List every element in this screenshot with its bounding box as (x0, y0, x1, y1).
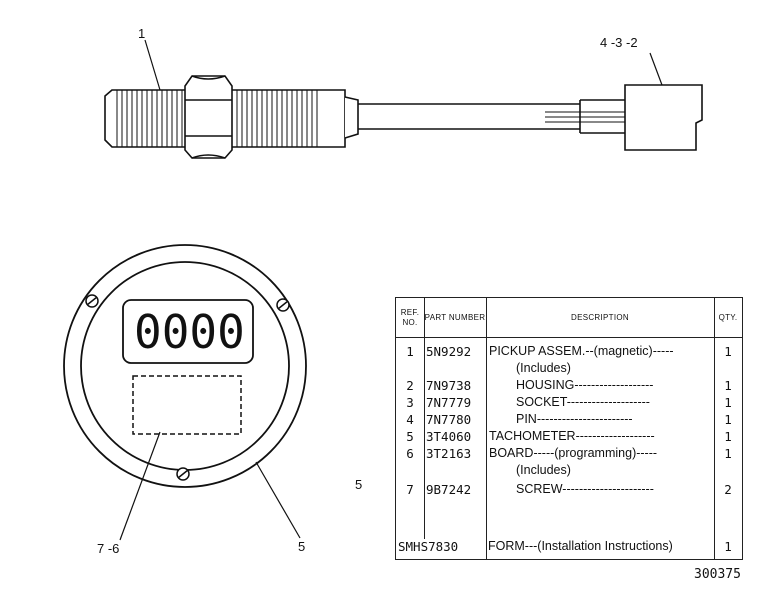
tachometer-outer-bezel (63, 244, 307, 488)
callout-connector: 4 -3 -2 (600, 35, 638, 50)
tachometer-inner-face (80, 261, 290, 471)
header-ref-no: REF. NO. (396, 298, 424, 338)
tachometer (63, 244, 307, 541)
header-part-number: PART NUMBER (424, 298, 486, 338)
drawing-number: 300375 (694, 567, 741, 582)
callout-pickup: 1 (138, 26, 146, 41)
leader-line-7-6 (119, 431, 161, 541)
screw-icon-right (276, 298, 290, 312)
display-digit: 0 (161, 305, 190, 359)
pickup-body-end (344, 96, 359, 139)
table-divider (486, 298, 487, 559)
callout-board-screw: 7 -6 (97, 541, 120, 556)
pickup-hex-nut (184, 75, 233, 159)
magnetic-pickup-assembly (104, 39, 703, 159)
callout-side-ref: 5 (355, 477, 363, 492)
header-description: DESCRIPTION (486, 298, 714, 338)
tachometer-label-area (132, 375, 242, 435)
screw-icon-left (85, 294, 99, 308)
pickup-cable (358, 103, 580, 130)
tachometer-digits: 0 0 0 0 (134, 304, 245, 360)
header-qty: QTY. (714, 298, 742, 338)
table-divider (424, 298, 425, 539)
table-row: (Includes) (516, 463, 571, 477)
leader-line-4-3-2 (649, 52, 663, 86)
table-row: (Includes) (516, 361, 571, 375)
table-divider (714, 298, 715, 559)
display-digit: 0 (217, 305, 245, 359)
display-digit: 0 (134, 305, 162, 359)
leader-line-1 (144, 39, 161, 91)
display-digit: 0 (189, 305, 218, 359)
screw-icon-bottom (176, 467, 190, 481)
connector-housing (624, 84, 703, 151)
callout-tachometer: 5 (298, 539, 306, 554)
leader-line-5 (255, 461, 301, 539)
tachometer-display-window (122, 299, 254, 364)
